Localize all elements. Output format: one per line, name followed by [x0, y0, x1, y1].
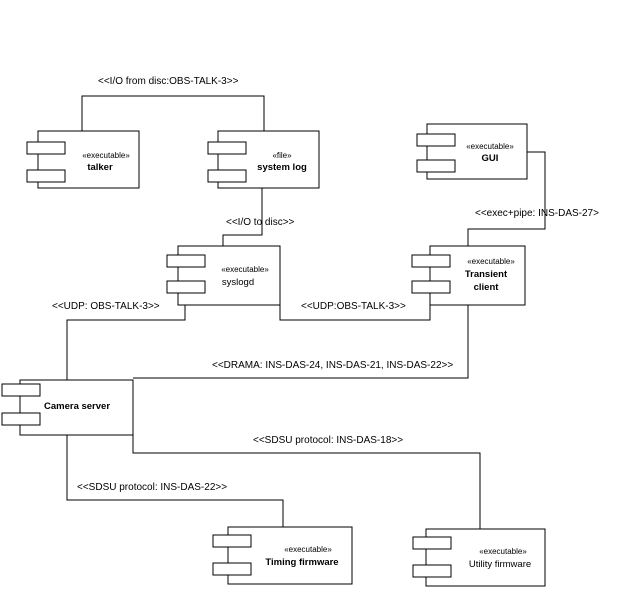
- stereotype-label: «executable»: [221, 265, 269, 274]
- component-tab: [412, 564, 452, 578]
- component-tab: [1, 412, 41, 426]
- component-name-line2: client: [474, 282, 500, 293]
- component-system-log: «file» system log: [207, 130, 320, 189]
- component-tab: [207, 141, 247, 155]
- connector-io-from-disc: [81, 95, 265, 131]
- component-tab: [412, 536, 452, 550]
- component-gui: «executable» GUI: [416, 123, 528, 180]
- label-io-from-disc: <<I/O from disc:OBS-TALK-3>>: [98, 76, 239, 87]
- component-syslogd: «executable» syslogd: [166, 245, 281, 306]
- component-name-line1: Transient: [465, 269, 508, 280]
- component-name: Timing firmware: [265, 557, 338, 568]
- component-utility-firmware: «executable» Utility firmware: [412, 528, 546, 587]
- stereotype-label: «executable»: [479, 547, 527, 556]
- connector-drama: [133, 305, 469, 379]
- component-tab: [26, 169, 66, 183]
- stereotype-label: «file»: [272, 151, 292, 160]
- label-drama: <<DRAMA: INS-DAS-24, INS-DAS-21, INS-DAS…: [212, 360, 453, 371]
- stereotype-label: «executable»: [467, 257, 515, 266]
- component-name: syslogd: [222, 277, 254, 288]
- connector-sdsu-utility: [132, 410, 481, 529]
- label-sdsu-utility: <<SDSU protocol: INS-DAS-18>>: [253, 435, 403, 446]
- stereotype-label: «executable»: [466, 142, 514, 151]
- component-tab: [416, 133, 456, 147]
- label-io-to-disc: <<I/O to disc>>: [226, 217, 295, 228]
- component-name: system log: [257, 162, 307, 173]
- component-tab: [411, 280, 451, 294]
- component-tab: [166, 280, 206, 294]
- stereotype-label: «executable»: [82, 151, 130, 160]
- component-tab: [411, 254, 451, 268]
- label-udp-transient: <<UDP:OBS-TALK-3>>: [301, 301, 406, 312]
- component-camera-server: Camera server: [1, 379, 134, 436]
- connector-sdsu-timing: [66, 435, 284, 527]
- component-tab: [212, 534, 252, 548]
- label-exec-pipe: <<exec+pipe: INS-DAS-27>: [475, 208, 599, 219]
- component-talker: «executable» talker: [26, 130, 140, 189]
- connector-exec-pipe: [467, 151, 546, 246]
- connector-udp-transient: [279, 305, 431, 321]
- component-name: GUI: [482, 153, 499, 164]
- component-timing-firmware: «executable» Timing firmware: [212, 526, 353, 585]
- component-tab: [1, 383, 41, 397]
- label-udp-syslogd: <<UDP: OBS-TALK-3>>: [52, 301, 160, 312]
- component-tab: [26, 141, 66, 155]
- stereotype-label: «executable»: [284, 545, 332, 554]
- component-tab: [212, 562, 252, 576]
- connector-labels: <<I/O from disc:OBS-TALK-3>> <<I/O to di…: [52, 76, 599, 493]
- component-tab: [207, 169, 247, 183]
- component-tab: [166, 254, 206, 268]
- component-transient-client: «executable» Transient client: [411, 245, 526, 306]
- component-name: talker: [87, 162, 113, 173]
- component-name: Camera server: [44, 401, 110, 412]
- component-tab: [416, 159, 456, 173]
- label-sdsu-timing: <<SDSU protocol: INS-DAS-22>>: [77, 482, 227, 493]
- connector-io-to-disc: [222, 188, 263, 246]
- connector-udp-syslogd: [66, 305, 186, 380]
- component-name: Utility firmware: [469, 559, 531, 570]
